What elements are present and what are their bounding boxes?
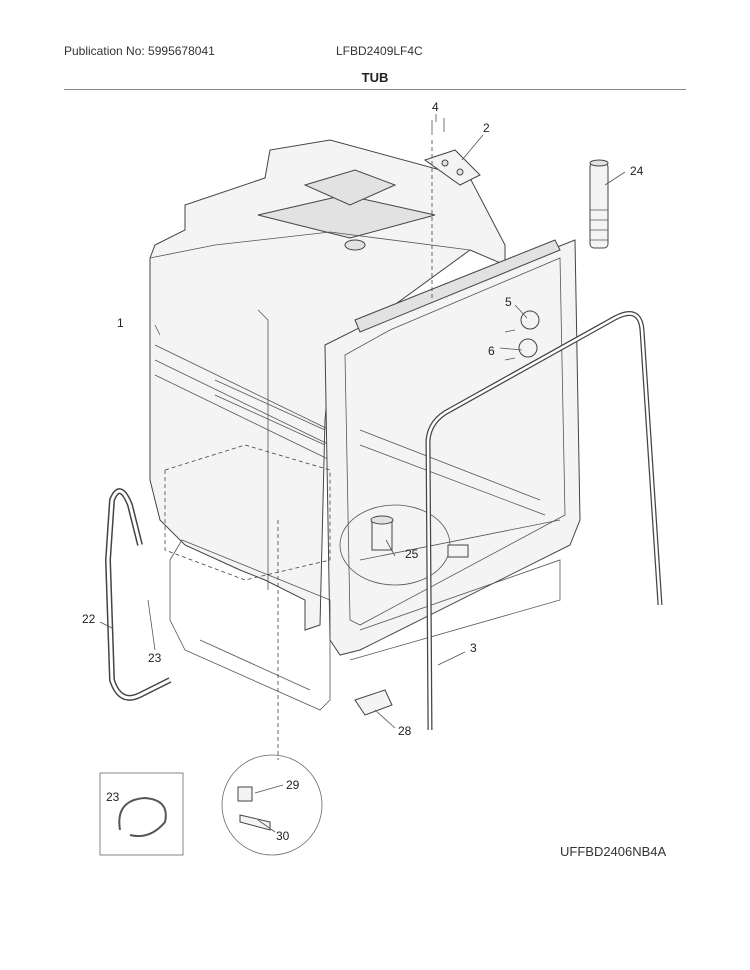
hinge-bracket bbox=[423, 118, 481, 300]
callout-5: 5 bbox=[505, 295, 512, 309]
drain-hose bbox=[104, 488, 172, 701]
tub-base-frame bbox=[164, 444, 561, 711]
page-title: TUB bbox=[361, 70, 389, 85]
callout-30: 30 bbox=[276, 829, 290, 843]
tub-front-frame bbox=[324, 239, 581, 656]
callout-2: 2 bbox=[483, 121, 490, 135]
callout-6: 6 bbox=[488, 344, 495, 358]
switch-part bbox=[354, 689, 393, 716]
publication-number: Publication No: 5995678041 bbox=[64, 44, 215, 58]
callout-23: 23 bbox=[148, 651, 162, 665]
sensor-detail-circle bbox=[221, 754, 323, 856]
diagram-code: UFFBD2406NB4A bbox=[560, 844, 667, 859]
float-switch bbox=[447, 544, 469, 558]
vent-tube bbox=[589, 159, 609, 249]
fill-knobs bbox=[504, 310, 540, 361]
header-divider bbox=[64, 89, 686, 90]
model-number: LFBD2409LF4C bbox=[336, 44, 423, 58]
callout-24: 24 bbox=[630, 164, 644, 178]
callout-1: 1 bbox=[117, 316, 124, 330]
callout-22: 22 bbox=[82, 612, 96, 626]
callout-4: 4 bbox=[432, 100, 439, 114]
callout-3: 3 bbox=[470, 641, 477, 655]
clamp-detail bbox=[118, 796, 167, 838]
callout-23-detail: 23 bbox=[106, 790, 120, 804]
callout-25: 25 bbox=[405, 547, 419, 561]
leader-lines bbox=[99, 114, 626, 833]
sensor-bracket bbox=[239, 814, 271, 831]
callout-28: 28 bbox=[398, 724, 412, 738]
sensor-part bbox=[237, 786, 253, 802]
clamp-detail-box bbox=[99, 772, 184, 856]
callout-29: 29 bbox=[286, 778, 300, 792]
